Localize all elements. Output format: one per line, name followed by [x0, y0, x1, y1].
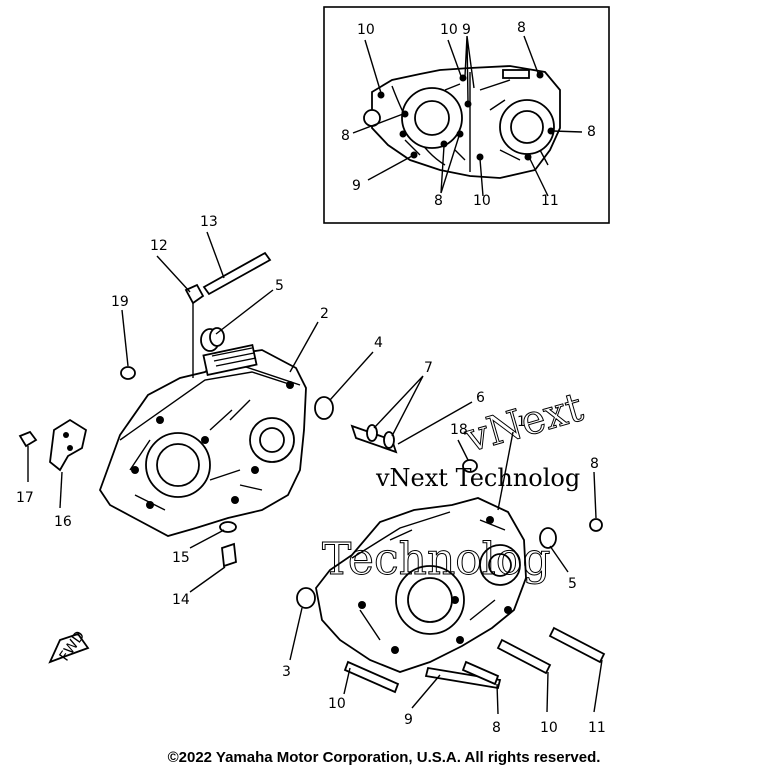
bracket-16 — [49, 418, 88, 472]
callout-4: 2 — [320, 306, 329, 322]
inset-callout-8: 10 — [473, 193, 491, 209]
callout-6: 7 — [424, 360, 433, 376]
inset-crankcase-drawing — [363, 65, 561, 179]
callout-21: 11 — [588, 720, 606, 736]
watermark: vNext vNext Technolog Technolog — [322, 384, 589, 586]
callout-3: 19 — [111, 294, 129, 310]
right-crankcase-half — [315, 497, 527, 673]
watermark-line-3: Technolog — [322, 534, 551, 585]
bolt-11 — [548, 626, 606, 664]
bolt-14 — [221, 542, 237, 568]
callout-16: 3 — [282, 664, 291, 680]
inset-callout-2: 9 — [462, 22, 471, 38]
callout-17: 10 — [328, 696, 346, 712]
inset-callout-0: 10 — [357, 22, 375, 38]
bearing-5-right — [539, 527, 557, 549]
callout-2: 5 — [275, 278, 284, 294]
inset-callout-7: 8 — [434, 193, 443, 209]
inset-callout-9: 11 — [541, 193, 559, 209]
callout-0: 13 — [200, 214, 218, 230]
fitting-12 — [184, 283, 205, 305]
callout-12: 17 — [16, 490, 34, 506]
leader-lines — [27, 231, 603, 715]
callout-18: 9 — [404, 712, 413, 728]
bearing-4 — [314, 396, 334, 420]
callout-1: 12 — [150, 238, 168, 254]
callout-7: 6 — [476, 390, 485, 406]
bolt-17 — [18, 430, 38, 448]
callout-10: 8 — [590, 456, 599, 472]
callout-19: 8 — [492, 720, 501, 736]
bolt-10-right — [496, 638, 552, 675]
small-parts — [18, 251, 606, 694]
inset-callout-6: 9 — [352, 178, 361, 194]
callout-labels: 13 12 5 19 2 4 7 6 1 18 8 5 17 16 15 14 3 10 9 8 10 11 — [16, 214, 606, 736]
inset-panel — [323, 6, 610, 224]
watermark-line-2: vNext Technolog — [375, 464, 580, 492]
dowel-18 — [462, 459, 478, 473]
fwd-arrow-icon — [48, 632, 90, 664]
callout-20: 10 — [540, 720, 558, 736]
callout-9: 18 — [450, 422, 468, 438]
callout-5: 4 — [374, 335, 383, 351]
inset-leader-lines — [352, 35, 583, 197]
inset-callout-4: 8 — [341, 128, 350, 144]
bolt-10-lower — [343, 660, 400, 694]
bearing-3 — [296, 587, 316, 609]
inset-callout-1: 10 — [440, 22, 458, 38]
rod-13 — [202, 251, 272, 296]
callout-13: 16 — [54, 514, 72, 530]
bolt-8-lower — [461, 660, 500, 686]
plug-8-right — [589, 518, 603, 532]
inset-callout-3: 8 — [517, 20, 526, 36]
callout-15: 14 — [172, 592, 190, 608]
callout-14: 15 — [172, 550, 190, 566]
copyright-text: ©2022 Yamaha Motor Corporation, U.S.A. A… — [168, 749, 601, 766]
callout-11: 5 — [568, 576, 577, 592]
left-crankcase-half — [98, 343, 307, 537]
washer-15 — [219, 521, 237, 533]
plug-19 — [120, 366, 136, 380]
inset-callout-5: 8 — [587, 124, 596, 140]
callout-8: 1 — [517, 414, 526, 430]
